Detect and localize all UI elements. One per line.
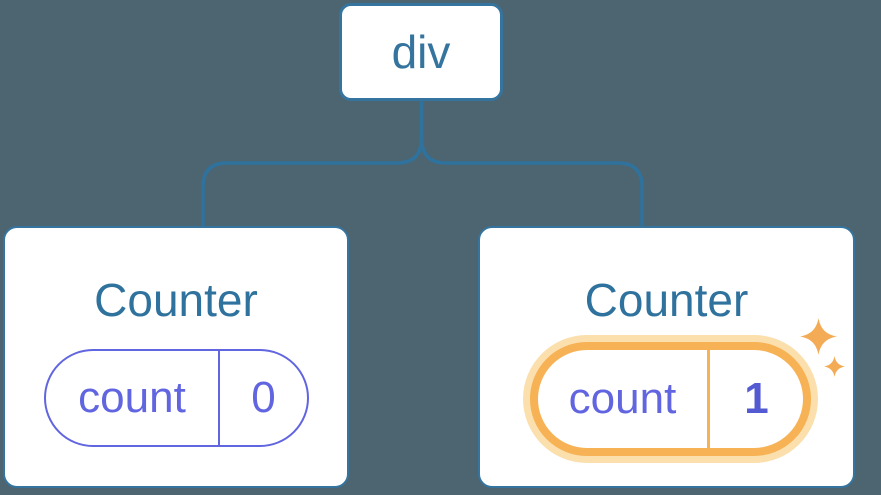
state-key-label: count: [568, 374, 677, 423]
state-value-label: 0: [251, 373, 276, 422]
state-key-cell: count: [46, 351, 220, 445]
root-node-label: div: [391, 26, 451, 78]
counter-card-left: Counter count 0: [3, 226, 349, 488]
state-key-label: count: [78, 373, 186, 422]
sparkle-icon: [824, 356, 845, 377]
root-node-div: div: [339, 3, 503, 101]
counter-title: Counter: [584, 274, 749, 326]
state-value-cell: 1: [710, 350, 803, 448]
state-value-cell: 0: [220, 351, 307, 445]
state-pill-highlighted: count 1: [530, 342, 811, 456]
counter-card-right: Counter count 1: [478, 226, 855, 488]
state-value-label: 1: [744, 374, 769, 423]
counter-title: Counter: [94, 274, 258, 326]
state-pill: count 0: [44, 349, 309, 447]
connector-left-branch: [201, 99, 424, 227]
sparkle-icon: [800, 318, 837, 355]
connector-right-branch: [419, 137, 644, 227]
state-key-cell: count: [538, 350, 710, 448]
